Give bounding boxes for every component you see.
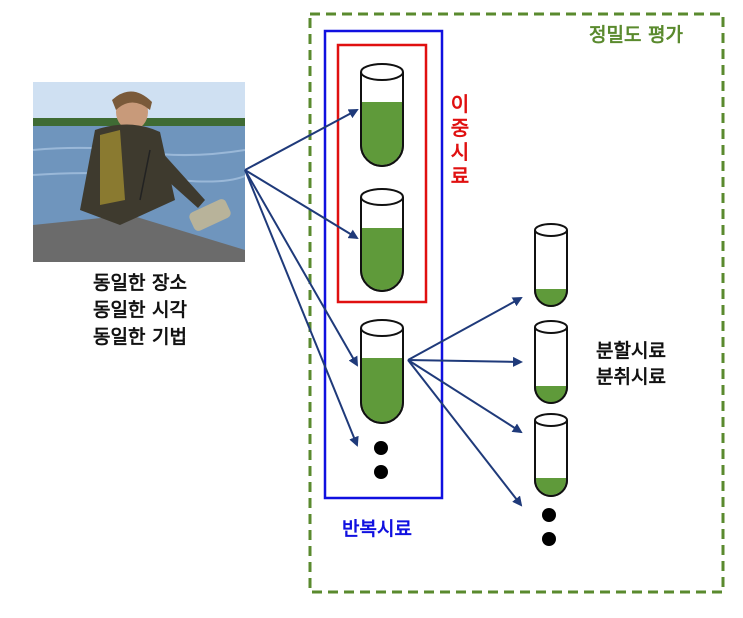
caption-same-method: 동일한 기법 — [92, 326, 187, 348]
duplicate-frame — [336, 43, 428, 304]
split-tube-1 — [534, 223, 568, 307]
caption-same-place: 동일한 장소 — [92, 272, 187, 294]
replicate-sample-label: 반복시료 — [342, 518, 412, 540]
arrow-to-duplicate-2 — [244, 169, 359, 240]
duplicate-tube-2 — [360, 188, 404, 292]
split-tube-3 — [534, 413, 568, 497]
split-tube-2 — [534, 320, 568, 404]
replicate-frame — [323, 29, 444, 500]
precision-evaluation-label: 정밀도 평가 — [589, 24, 684, 46]
more-dot — [374, 465, 388, 479]
split-sample-label: 분할시료 분취시료 — [596, 338, 666, 390]
arrow-to-replicate — [244, 169, 358, 367]
split-arrows — [407, 297, 523, 507]
caption-same-time: 동일한 시각 — [92, 299, 187, 321]
source-arrows — [244, 109, 359, 447]
arrow-to-split-2 — [407, 356, 523, 367]
more-dot — [542, 508, 556, 522]
arrow-to-split-more — [407, 359, 523, 507]
duplicate-sample-label: 이 중 시 료 — [450, 92, 470, 188]
photo-caption: 동일한 장소 동일한 시각 동일한 기법 — [30, 270, 250, 351]
arrow-to-duplicate-1 — [244, 109, 359, 171]
arrow-to-more-samples — [244, 169, 359, 447]
aliquot-sample-line: 분취시료 — [596, 366, 666, 388]
arrow-to-split-3 — [407, 359, 523, 434]
replicate-tube — [360, 319, 404, 424]
more-dot — [542, 532, 556, 546]
split-sample-line: 분할시료 — [596, 340, 666, 362]
field-sampling-photo — [33, 82, 245, 262]
duplicate-tube-1 — [360, 63, 404, 167]
more-dot — [374, 441, 388, 455]
arrow-to-split-1 — [407, 297, 523, 361]
